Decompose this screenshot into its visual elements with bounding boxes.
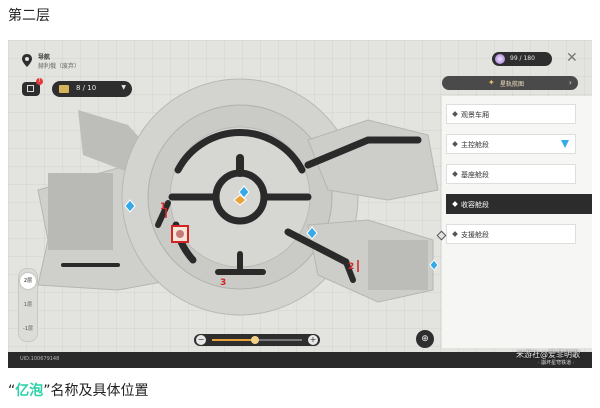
caption-rest: 名称及具体位置 bbox=[50, 383, 149, 399]
bottom-status-bar bbox=[8, 352, 592, 368]
waypoint-icon bbox=[306, 226, 318, 240]
area-item-supply-zone[interactable]: 支援舱段 bbox=[446, 224, 576, 244]
watermark-text: 米游社@爱菲明歌 bbox=[516, 350, 580, 359]
map-marker-label: 3 bbox=[220, 278, 227, 288]
caption: “亿泡”名称及具体位置 bbox=[8, 380, 149, 400]
page-heading: 第二层 bbox=[8, 8, 50, 24]
notification-badge: ! bbox=[36, 78, 43, 85]
star-icon: ✦ bbox=[488, 78, 495, 87]
diamond-bullet-icon bbox=[452, 111, 458, 117]
area-item-label: 主控舱段 bbox=[461, 141, 489, 149]
trailblaze-power-value: 99 / 180 bbox=[510, 55, 535, 62]
zoom-fill bbox=[212, 339, 256, 341]
player-location-icon bbox=[233, 194, 247, 206]
area-item-observation-car[interactable]: 观景车厢 bbox=[446, 104, 576, 124]
waypoint-icon bbox=[124, 199, 136, 213]
map-left-rooms bbox=[48, 173, 113, 250]
trailblaze-power-icon bbox=[495, 54, 505, 64]
area-item-label: 基座舱段 bbox=[461, 171, 489, 179]
player-uid: UID:100679148 bbox=[20, 356, 60, 362]
chevron-right-icon: › bbox=[568, 78, 572, 87]
treasure-count: 8 / 10 bbox=[76, 84, 97, 92]
zoom-handle[interactable] bbox=[251, 336, 260, 344]
floor-button-2f[interactable]: 2层 bbox=[20, 273, 36, 289]
caption-quote-open: “ bbox=[8, 383, 16, 399]
waypoint-icon bbox=[429, 259, 439, 271]
close-icon[interactable]: ✕ bbox=[566, 50, 578, 66]
teleport-waypoints bbox=[124, 185, 439, 271]
caption-quote-close: ” bbox=[43, 383, 51, 399]
space-station-map[interactable] bbox=[8, 40, 592, 368]
floor-button-1f[interactable]: 1层 bbox=[23, 302, 33, 308]
zoom-slider[interactable]: − + bbox=[194, 334, 320, 346]
chevron-down-icon: ▼ bbox=[121, 84, 126, 91]
memory-bubble-icon bbox=[176, 230, 184, 238]
treasure-chest-icon bbox=[59, 85, 69, 93]
area-item-base-zone[interactable]: 基座舱段 bbox=[446, 164, 576, 184]
floor-button-b1[interactable]: -1层 bbox=[23, 326, 33, 332]
map-marker-label: 1 bbox=[160, 202, 167, 212]
mission-tracker-icon bbox=[561, 140, 569, 148]
area-item-label: 观景车厢 bbox=[461, 111, 489, 119]
diamond-bullet-icon bbox=[452, 231, 458, 237]
floor-selector: 2层 1层 -1层 bbox=[18, 268, 38, 342]
diamond-bullet-icon bbox=[452, 171, 458, 177]
star-rail-map-button[interactable]: ✦ 星轨航图 › bbox=[442, 76, 578, 90]
diamond-bullet-icon bbox=[452, 201, 458, 207]
zoom-in-button[interactable]: + bbox=[308, 335, 318, 345]
caption-highlight: 亿泡 bbox=[15, 383, 44, 399]
area-item-label: 收容舱段 bbox=[461, 201, 489, 209]
area-item-label: 支援舱段 bbox=[461, 231, 489, 239]
treasure-counter-dropdown[interactable]: 8 / 10 ▼ bbox=[52, 81, 132, 97]
compass-icon: ⊕ bbox=[421, 334, 429, 344]
area-item-master-control-zone[interactable]: 主控舱段 bbox=[446, 134, 576, 154]
area-list-panel: 观景车厢 主控舱段 基座舱段 收容舱段 支援舱段 bbox=[442, 96, 592, 348]
book-icon bbox=[27, 85, 34, 92]
watermark-subtext: · 崩坏星穹铁道 · bbox=[538, 360, 575, 366]
inventory-button[interactable] bbox=[22, 82, 40, 96]
game-map-screenshot: 1 2 3 导航 赫利俄（废弃） ! 8 / 10 ▼ 99 / 180 ✕ ✦… bbox=[8, 40, 592, 368]
star-rail-map-label: 星轨航图 bbox=[500, 81, 525, 88]
zoom-track[interactable] bbox=[212, 336, 302, 344]
nav-title: 导航 bbox=[38, 54, 51, 61]
nav-location-name: 赫利俄（废弃） bbox=[38, 63, 81, 70]
map-marker-label: 2 bbox=[348, 262, 355, 272]
map-pin-icon bbox=[22, 54, 32, 67]
zoom-out-button[interactable]: − bbox=[196, 335, 206, 345]
diamond-bullet-icon bbox=[452, 141, 458, 147]
locate-player-button[interactable]: ⊕ bbox=[416, 330, 434, 348]
trailblaze-power-counter[interactable]: 99 / 180 bbox=[492, 52, 552, 66]
area-item-storage-zone[interactable]: 收容舱段 bbox=[446, 194, 592, 214]
